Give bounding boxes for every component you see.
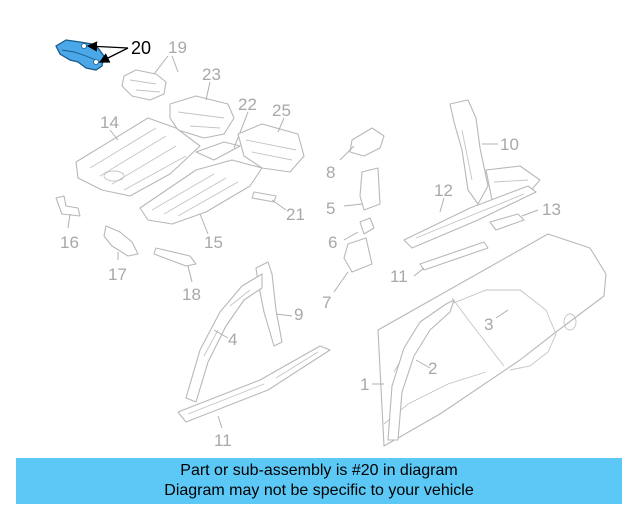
footer-banner: Part or sub-assembly is #20 in diagram D… <box>16 458 622 504</box>
callout-14: 13 <box>542 200 561 219</box>
callout-23: 22 <box>238 95 257 114</box>
leader-20b <box>98 47 129 63</box>
callout-10: 10 <box>500 135 519 154</box>
part-7 <box>343 237 373 273</box>
callout-4: 4 <box>228 330 237 349</box>
part-19 <box>153 247 197 267</box>
part-14 <box>489 213 525 231</box>
part-18 <box>103 225 139 257</box>
part-2 <box>387 299 455 441</box>
callout-11: 11 <box>214 431 232 450</box>
part-17 <box>55 195 81 217</box>
callout-18: 17 <box>108 265 127 284</box>
part-12 <box>403 185 537 249</box>
part-8 <box>349 127 385 157</box>
callout-17: 16 <box>60 233 79 252</box>
callout-12: 12 <box>434 181 453 200</box>
callout-2: 2 <box>428 359 437 378</box>
callout-16: 15 <box>204 233 223 252</box>
part-24 <box>169 95 235 139</box>
callout-9: 9 <box>294 305 303 324</box>
part-13 <box>419 241 489 271</box>
callout-6: 6 <box>328 233 337 252</box>
callout-22: 21 <box>286 205 305 224</box>
callout-13: 11 <box>390 267 408 286</box>
callout-20: 20 <box>131 38 151 58</box>
callout-8: 8 <box>326 163 335 182</box>
part-25 <box>237 123 305 173</box>
part-16 <box>139 159 263 225</box>
callout-3: 3 <box>484 315 493 334</box>
callout-7: 7 <box>322 293 331 312</box>
part-11 <box>177 345 331 423</box>
part-21 <box>121 69 167 101</box>
part-23 <box>195 141 241 161</box>
footer-banner-bg <box>16 458 622 504</box>
callout-15: 14 <box>100 113 119 132</box>
part-4 <box>185 273 263 403</box>
part-6 <box>359 217 375 235</box>
callout-24: 23 <box>202 65 221 84</box>
callout-1: 1 <box>360 375 369 394</box>
part-20-highlighted[interactable] <box>55 39 105 71</box>
callout-21: 19 <box>168 38 187 57</box>
callout-25: 25 <box>272 101 291 120</box>
part-9 <box>255 261 283 347</box>
banner-line-2: Diagram may not be specific to your vehi… <box>164 482 474 499</box>
part-5 <box>359 167 381 211</box>
part-15 <box>75 117 201 197</box>
banner-line-1: Part or sub-assembly is #20 in diagram <box>180 462 458 479</box>
callout-19: 18 <box>182 285 201 304</box>
leader-20a <box>86 41 129 52</box>
callout-5: 5 <box>326 199 335 218</box>
